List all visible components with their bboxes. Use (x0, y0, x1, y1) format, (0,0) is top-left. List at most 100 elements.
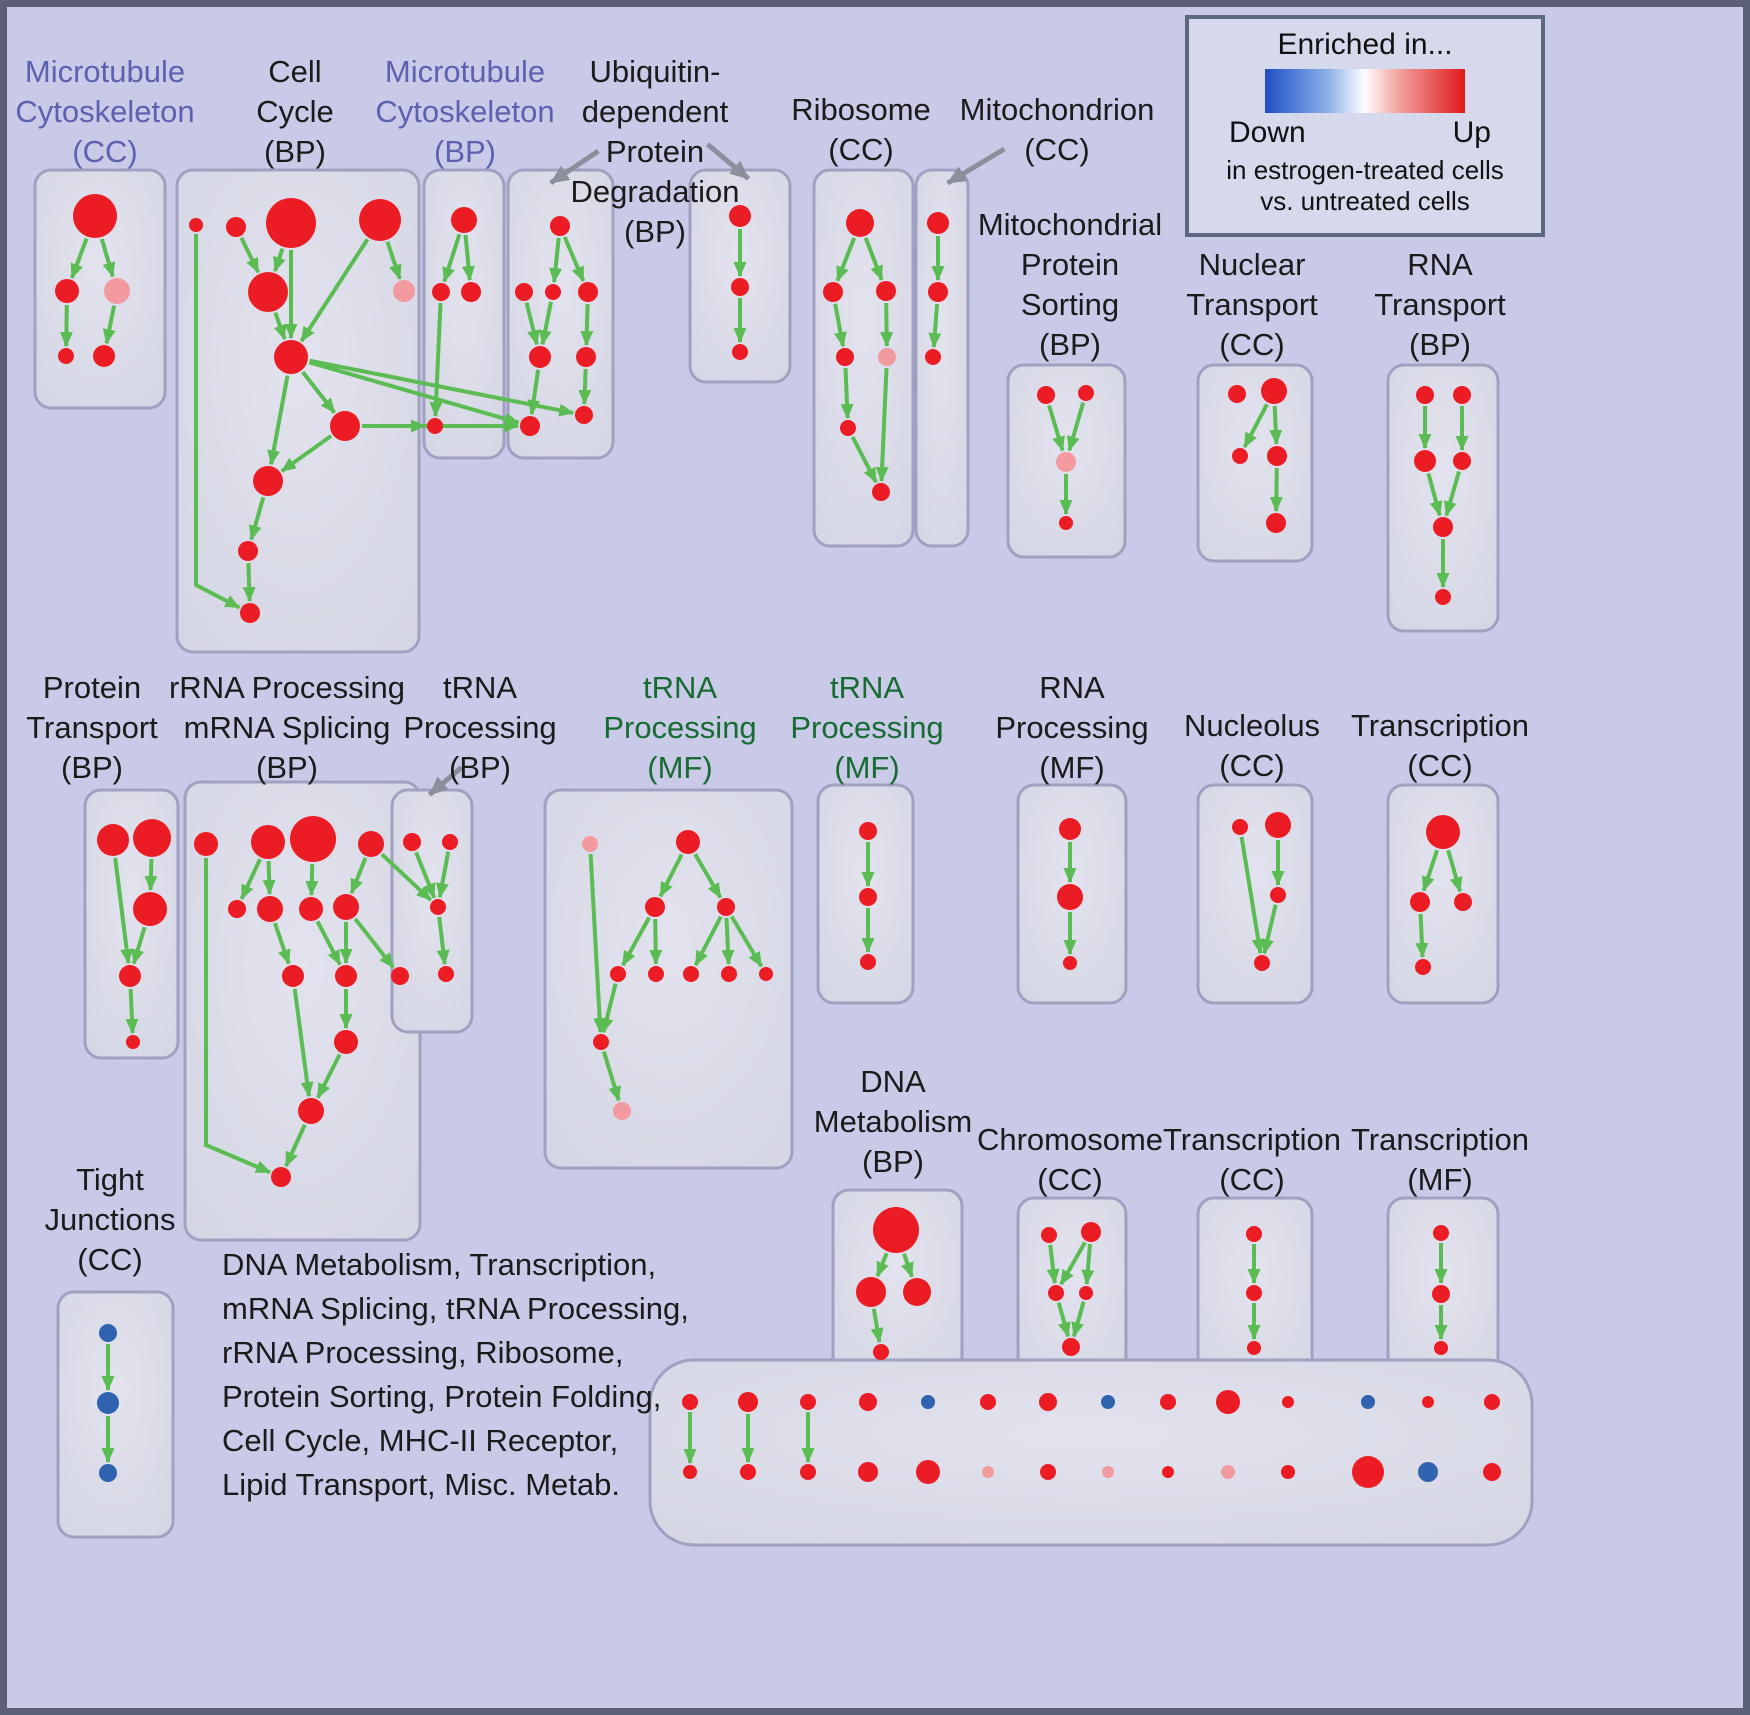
network-node (836, 348, 854, 366)
network-edge (538, 301, 553, 346)
network-node (1281, 1465, 1295, 1479)
network-node (980, 1394, 996, 1410)
network-node (859, 888, 877, 906)
network-node (1216, 1390, 1240, 1414)
network-node (97, 824, 129, 856)
network-node (257, 896, 283, 922)
network-node (58, 348, 74, 364)
legend-title: Enriched in... (1277, 28, 1453, 61)
network-node (1063, 956, 1077, 970)
network-node (921, 1395, 935, 1409)
network-node (731, 278, 749, 296)
network-node (1102, 1466, 1114, 1478)
network-node (740, 1464, 756, 1480)
network-node (298, 1098, 324, 1124)
network-edge (875, 1252, 889, 1278)
network-node (1078, 385, 1094, 401)
network-node (1265, 812, 1291, 838)
network-node (451, 207, 477, 233)
network-node (1101, 1395, 1115, 1409)
network-edge (850, 435, 878, 484)
misc-text-line-3: rRNA Processing, Ribosome, (222, 1335, 624, 1370)
network-node (876, 281, 896, 301)
network-node (1422, 1396, 1434, 1408)
network-edge (1081, 1243, 1095, 1285)
network-edge (621, 916, 651, 967)
network-edge (580, 303, 594, 346)
network-node (873, 1344, 889, 1360)
cluster-box-misc-box (648, 1358, 1534, 1547)
network-node (860, 954, 876, 970)
network-edge (99, 238, 116, 278)
network-node (840, 420, 856, 436)
network-node (856, 1277, 886, 1307)
cluster-box-mito-cc (914, 168, 970, 548)
network-node (927, 212, 949, 234)
legend-axis-labels: Down Up (1189, 113, 1541, 150)
network-edge (113, 857, 134, 965)
network-node (1048, 1285, 1064, 1301)
network-node (1254, 955, 1270, 971)
cluster-box-ribosome (812, 168, 915, 548)
network-node (1039, 1393, 1057, 1411)
network-node (274, 340, 308, 374)
network-node (1414, 450, 1436, 472)
legend-subtitle-2: vs. untreated cells (1260, 186, 1470, 216)
network-node (846, 209, 874, 237)
misc-text-line-5: Cell Cycle, MHC-II Receptor, (222, 1423, 619, 1458)
network-edge (102, 305, 117, 345)
network-node (575, 406, 593, 424)
network-edge (1239, 836, 1265, 955)
network-node (1432, 1285, 1450, 1303)
cluster-box-rna-transport (1386, 363, 1500, 633)
network-node (1433, 1225, 1449, 1241)
network-node (393, 280, 415, 302)
legend-down-label: Down (1229, 116, 1306, 149)
network-edge (292, 988, 314, 1098)
network-node (759, 967, 773, 981)
network-node (442, 834, 458, 850)
network-node (73, 194, 117, 238)
network-edge (125, 988, 139, 1034)
network-edge (835, 237, 857, 282)
network-node (403, 833, 421, 851)
network-edge (280, 434, 333, 473)
network-node (430, 899, 446, 915)
network-node (334, 1030, 358, 1054)
network-node (520, 416, 540, 436)
network-edge (1242, 403, 1269, 449)
network-node (1453, 452, 1471, 470)
network-edge (59, 304, 73, 347)
network-node (99, 1324, 117, 1342)
network-node (732, 344, 748, 360)
misc-text-line-6: Lipid Transport, Misc. Metab. (222, 1467, 620, 1502)
network-node (1282, 1396, 1294, 1408)
network-edge (833, 303, 847, 348)
network-node (266, 198, 316, 248)
network-node (1435, 589, 1451, 605)
network-node (903, 1278, 931, 1306)
network-node (1057, 884, 1083, 910)
network-edge (1066, 402, 1086, 452)
network-node (1361, 1395, 1375, 1409)
network-node (1453, 386, 1471, 404)
network-node (515, 283, 533, 301)
network-node (226, 217, 246, 237)
network-node (721, 966, 737, 982)
legend-gradient-bar (1265, 69, 1465, 113)
network-node (1059, 818, 1081, 840)
network-edge (308, 360, 520, 426)
network-node (126, 1035, 140, 1049)
network-edge (435, 851, 451, 899)
network-node (228, 900, 246, 918)
network-edge (693, 853, 723, 899)
network-node (683, 1465, 697, 1479)
misc-text-line-4: Protein Sorting, Protein Folding, (222, 1379, 662, 1414)
network-edge (1443, 471, 1461, 517)
network-edge (870, 1308, 884, 1344)
network-node (823, 282, 843, 302)
network-edge (385, 241, 402, 280)
network-node (1247, 1341, 1261, 1355)
misc-text-line-1: DNA Metabolism, Transcription, (222, 1247, 657, 1282)
network-node (333, 894, 359, 920)
